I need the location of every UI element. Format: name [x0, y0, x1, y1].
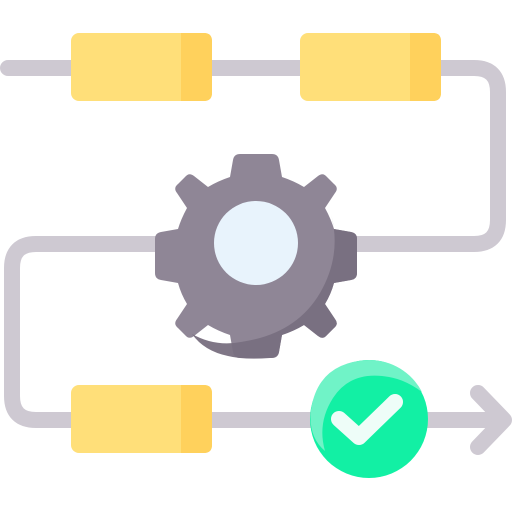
arrow-right-icon — [470, 385, 512, 455]
gear-center — [214, 201, 298, 285]
box-body-light — [300, 33, 441, 101]
check-circle-light — [310, 359, 422, 451]
check-icon — [331, 394, 403, 445]
check-badge — [310, 359, 428, 478]
box-body-dark — [410, 33, 441, 101]
gear-icon — [155, 154, 357, 359]
box-body-dark — [181, 33, 212, 101]
process-step-box-top-right — [300, 33, 441, 101]
gear-shadow — [192, 214, 357, 359]
process-step-box-top-left — [71, 33, 212, 101]
box-body-dark — [181, 385, 212, 453]
box-body-light — [71, 33, 212, 101]
box-body-light — [71, 385, 212, 453]
process-step-box-bottom-left — [71, 385, 212, 453]
